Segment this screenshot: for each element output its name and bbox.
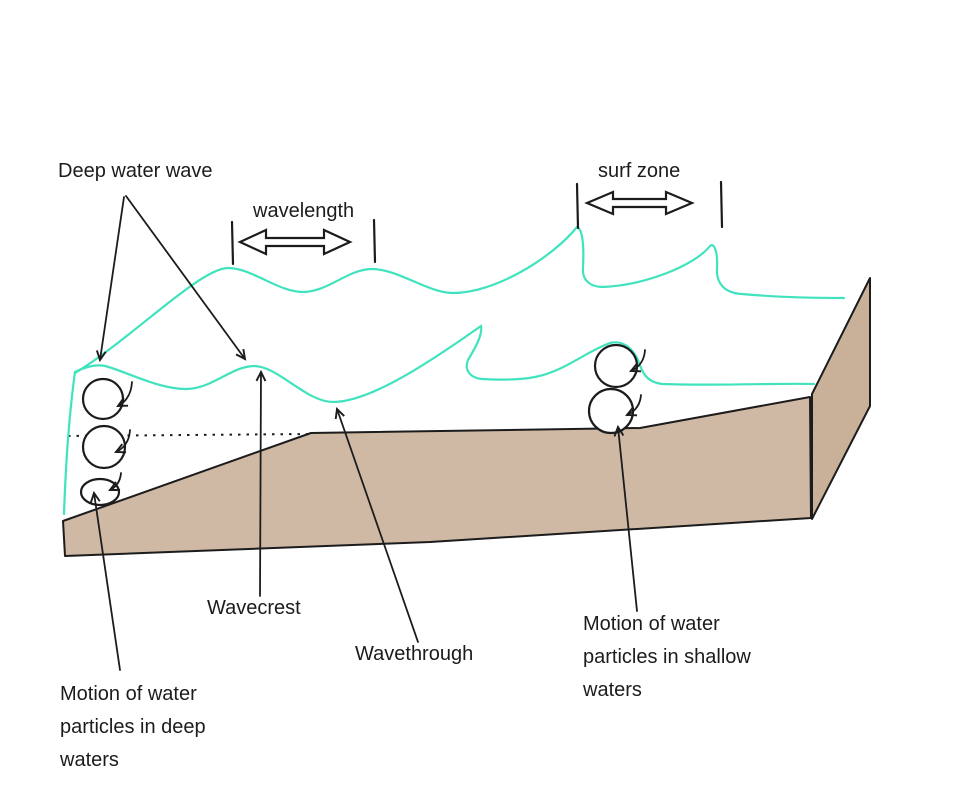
wavelength-tick-left — [230, 220, 235, 266]
rotation-arrow-deep-top — [116, 381, 133, 408]
motion-shallow-label: Motion of water particles in shallow wat… — [583, 613, 751, 701]
particle-orbit-deep-middle — [81, 424, 127, 470]
upper-wave-line — [73, 225, 846, 375]
particle-orbit-shallow-top — [593, 343, 639, 389]
surf-zone-tick-right — [719, 180, 724, 229]
particle-orbit-deep-top — [81, 377, 125, 421]
surf-zone-label: surf zone — [598, 160, 681, 182]
surf-zone-double-arrow — [584, 190, 695, 216]
rotation-arrow-deep-bottom — [108, 472, 122, 491]
lower-wave-line — [73, 324, 816, 404]
wavethrough-label: Wavethrough — [355, 643, 474, 665]
deep-water-wave-arrow-right — [125, 195, 247, 361]
wavecrest-arrow — [255, 369, 267, 597]
deep-water-wave-label: Deep water wave — [58, 160, 213, 182]
motion-shallow-arrow — [613, 424, 638, 612]
deep-water-wave-arrow-left — [95, 196, 125, 363]
still-water-dotted-line — [67, 433, 310, 437]
motion-deep-arrow — [89, 490, 121, 671]
particle-orbit-deep-bottom — [79, 477, 121, 507]
water-left-edge-line — [62, 370, 77, 516]
particle-orbit-shallow-bottom — [587, 387, 635, 435]
rotation-arrow-shallow-bottom — [625, 394, 642, 417]
wavelength-tick-right — [372, 218, 377, 264]
wavecrest-label: Wavecrest — [207, 597, 301, 619]
surf-zone-tick-left — [575, 182, 580, 230]
seafloor-front-face — [62, 396, 812, 557]
wavelength-double-arrow — [237, 228, 353, 256]
motion-deep-label: Motion of water particles in deep waters — [60, 683, 206, 771]
wavelength-label: wavelength — [253, 200, 355, 222]
seafloor-side-wall — [811, 277, 871, 520]
wavethrough-arrow — [334, 406, 419, 643]
rotation-arrow-shallow-top — [629, 349, 646, 373]
rotation-arrow-deep-middle — [114, 429, 131, 454]
